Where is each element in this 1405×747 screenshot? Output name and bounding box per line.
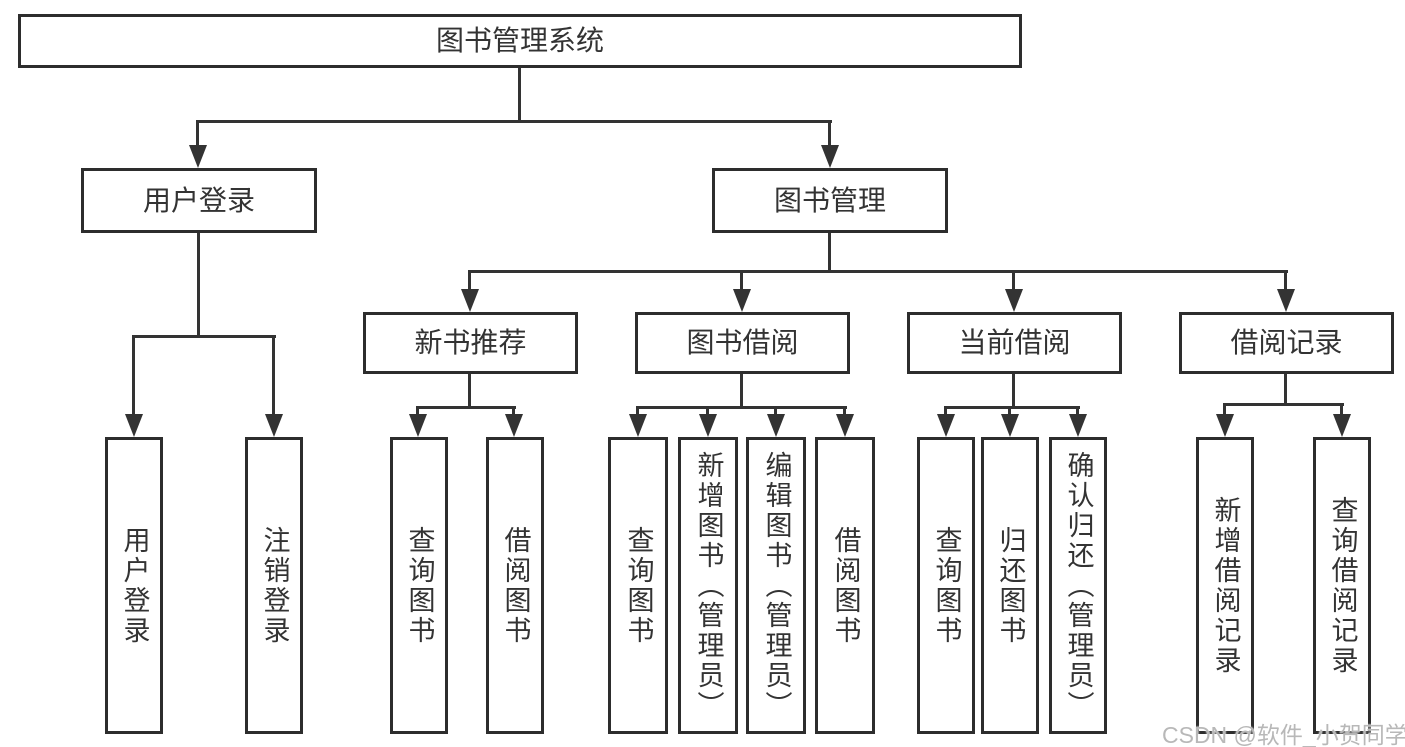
arrow-down-icon bbox=[1277, 289, 1295, 312]
connector-vline bbox=[774, 406, 777, 416]
connector-hline bbox=[1223, 403, 1344, 406]
arrow-down-icon bbox=[461, 289, 479, 312]
node-br-query-record: 查询借阅记录 bbox=[1313, 437, 1371, 734]
connector-vline bbox=[706, 406, 709, 416]
connector-vline bbox=[828, 233, 831, 273]
connector-vline bbox=[1223, 403, 1226, 416]
connector-vline bbox=[416, 406, 419, 416]
arrow-down-icon bbox=[699, 414, 717, 437]
node-user-login-group: 用户登录 bbox=[81, 168, 317, 233]
arrow-down-icon bbox=[821, 145, 839, 168]
arrow-down-icon bbox=[629, 414, 647, 437]
node-bb-borrow-book: 借阅图书 bbox=[815, 437, 875, 734]
node-library-system: 图书管理系统 bbox=[18, 14, 1022, 68]
node-bb-edit-book-admin: 编辑图书（管理员） bbox=[746, 437, 806, 734]
connector-vline bbox=[1284, 270, 1287, 292]
node-label: 图书借阅 bbox=[686, 327, 799, 358]
arrow-down-icon bbox=[1333, 414, 1351, 437]
connector-vline bbox=[512, 406, 515, 416]
csdn-watermark: CSDN @软件_小贺同学 bbox=[1162, 722, 1405, 747]
connector-hline bbox=[132, 335, 276, 338]
node-bb-query-book: 查询图书 bbox=[608, 437, 668, 734]
node-br-add-record: 新增借阅记录 bbox=[1196, 437, 1254, 734]
node-book-borrow: 图书借阅 bbox=[635, 312, 850, 374]
connector-vline bbox=[1076, 406, 1079, 416]
node-label: 新增借阅记录 bbox=[1210, 495, 1241, 676]
node-label: 查询图书 bbox=[404, 525, 435, 646]
node-logout: 注销登录 bbox=[245, 437, 303, 734]
node-borrow-records: 借阅记录 bbox=[1179, 312, 1394, 374]
node-nbr-borrow-book: 借阅图书 bbox=[486, 437, 544, 734]
arrow-down-icon bbox=[505, 414, 523, 437]
connector-vline bbox=[468, 374, 471, 409]
node-user-login: 用户登录 bbox=[105, 437, 163, 734]
node-label: 用户登录 bbox=[142, 184, 255, 216]
node-nbr-query-book: 查询图书 bbox=[390, 437, 448, 734]
node-label: 查询图书 bbox=[623, 525, 654, 646]
arrow-down-icon bbox=[1001, 414, 1019, 437]
node-label: 编辑图书（管理员） bbox=[761, 450, 792, 721]
arrow-down-icon bbox=[767, 414, 785, 437]
arrow-down-icon bbox=[836, 414, 854, 437]
node-current-borrow: 当前借阅 bbox=[907, 312, 1122, 374]
connector-hline bbox=[196, 120, 832, 123]
arrow-down-icon bbox=[189, 145, 207, 168]
node-label: 借阅图书 bbox=[500, 525, 531, 646]
connector-vline bbox=[1012, 374, 1015, 409]
connector-vline bbox=[944, 406, 947, 416]
node-label: 新书推荐 bbox=[414, 327, 527, 358]
node-new-book-recommend: 新书推荐 bbox=[363, 312, 578, 374]
node-book-management: 图书管理 bbox=[712, 168, 948, 233]
connector-vline bbox=[132, 335, 135, 420]
connector-vline bbox=[828, 120, 831, 148]
connector-vline bbox=[740, 374, 743, 409]
connector-hline bbox=[416, 406, 516, 409]
arrow-down-icon bbox=[409, 414, 427, 437]
arrow-down-icon bbox=[733, 289, 751, 312]
connector-hline bbox=[468, 270, 1288, 273]
node-cb-query-book: 查询图书 bbox=[917, 437, 975, 734]
connector-hline bbox=[636, 406, 847, 409]
connector-vline bbox=[468, 270, 471, 292]
arrow-down-icon bbox=[125, 414, 143, 437]
node-label: 查询图书 bbox=[931, 525, 962, 646]
connector-vline bbox=[518, 68, 521, 123]
node-label: 注销登录 bbox=[259, 525, 290, 646]
node-bb-add-book-admin: 新增图书（管理员） bbox=[678, 437, 738, 734]
node-label: 归还图书 bbox=[995, 525, 1026, 646]
connector-vline bbox=[636, 406, 639, 416]
connector-vline bbox=[843, 406, 846, 416]
arrow-down-icon bbox=[1005, 289, 1023, 312]
connector-vline bbox=[272, 335, 275, 420]
node-cb-confirm-return-admin: 确认归还（管理员） bbox=[1049, 437, 1107, 734]
connector-vline bbox=[197, 233, 200, 337]
connector-vline bbox=[1012, 270, 1015, 292]
connector-vline bbox=[1008, 406, 1011, 416]
node-label: 用户登录 bbox=[119, 525, 150, 646]
node-label: 图书管理系统 bbox=[435, 25, 604, 56]
node-label: 查询借阅记录 bbox=[1327, 495, 1358, 676]
connector-vline bbox=[740, 270, 743, 292]
node-label: 图书管理 bbox=[773, 184, 886, 216]
node-label: 当前借阅 bbox=[958, 327, 1071, 358]
arrow-down-icon bbox=[937, 414, 955, 437]
node-label: 借阅记录 bbox=[1230, 327, 1343, 358]
node-label: 新增图书（管理员） bbox=[693, 450, 724, 721]
connector-vline bbox=[1284, 374, 1287, 406]
node-label: 借阅图书 bbox=[830, 525, 861, 646]
arrow-down-icon bbox=[265, 414, 283, 437]
arrow-down-icon bbox=[1216, 414, 1234, 437]
connector-vline bbox=[1340, 403, 1343, 416]
node-label: 确认归还（管理员） bbox=[1063, 450, 1094, 721]
node-cb-return-book: 归还图书 bbox=[981, 437, 1039, 734]
connector-vline bbox=[196, 120, 199, 148]
connector-hline bbox=[944, 406, 1080, 409]
arrow-down-icon bbox=[1069, 414, 1087, 437]
